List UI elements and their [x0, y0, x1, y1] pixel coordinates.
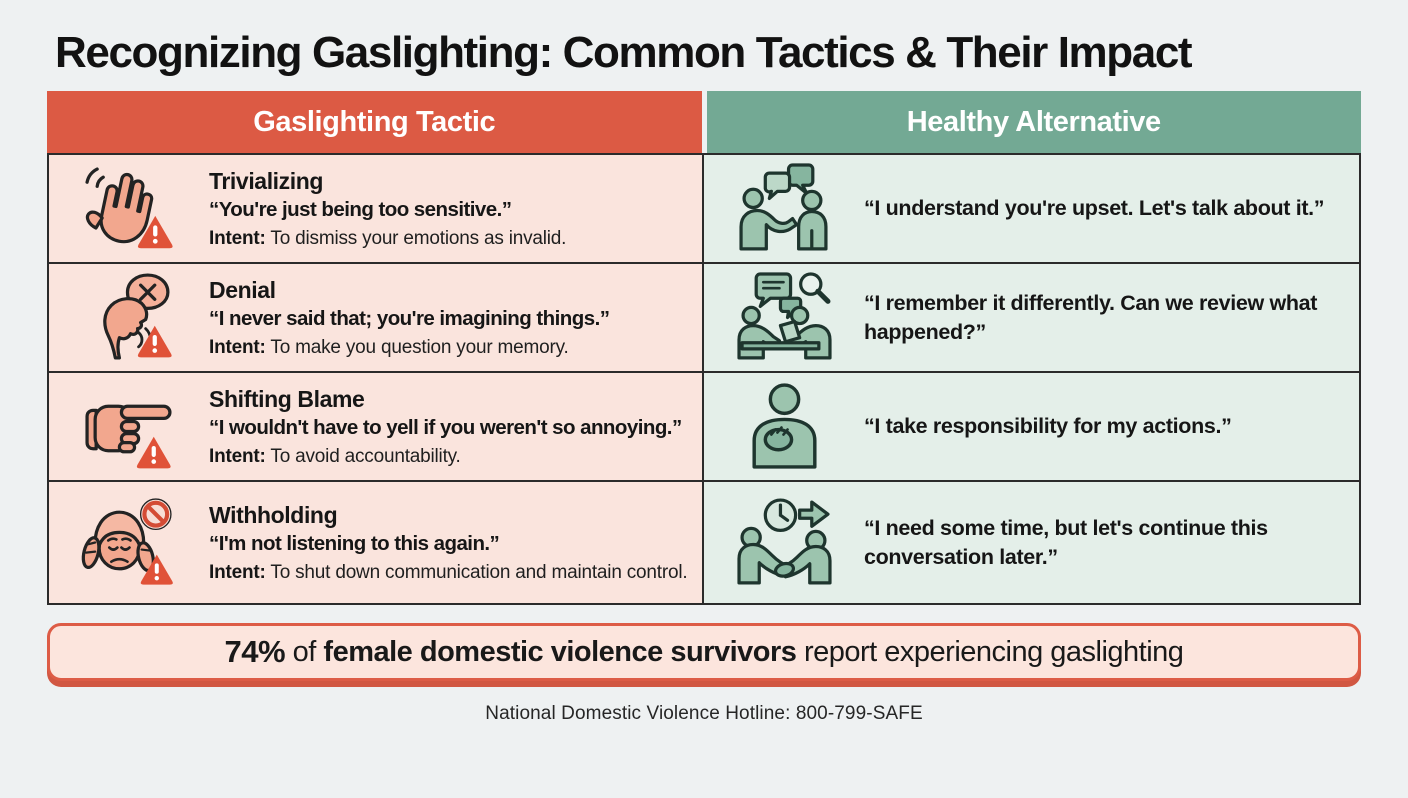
alternative-cell: “I remember it differently. Can we revie… [704, 264, 1359, 372]
page-title: Recognizing Gaslighting: Common Tactics … [55, 28, 1193, 77]
infographic: Recognizing Gaslighting: Common Tactics … [0, 28, 1408, 725]
tactic-cell-denial: Denial “I never said that; you're imagin… [49, 264, 704, 372]
hotline-footer: National Domestic Violence Hotline: 800-… [485, 703, 923, 725]
tactic-quote: “I'm not listening to this again.” [209, 531, 500, 555]
table-row: Shifting Blame “I wouldn't have to yell … [49, 371, 1359, 481]
table-row: Trivializing “You're just being too sens… [49, 155, 1359, 263]
people-talking-icon [704, 160, 864, 257]
tactic-name: Denial [209, 277, 276, 304]
review-discussion-icon [704, 269, 864, 366]
stat-text: of [285, 635, 324, 668]
alternative-quote: “I need some time, but let's continue th… [864, 515, 1268, 569]
column-header-gaslighting-tactic: Gaslighting Tactic [47, 91, 702, 154]
column-header-healthy-alternative: Healthy Alternative [706, 91, 1361, 154]
tactic-intent: Intent: To shut down communication and m… [209, 561, 688, 583]
tactic-quote: “I never said that; you're imagining thi… [209, 306, 610, 330]
tactic-cell-trivializing: Trivializing “You're just being too sens… [49, 155, 704, 263]
handshake-time-icon [704, 494, 864, 591]
stat-percentage: 74% [224, 634, 286, 670]
covering-ears-blocked-icon [49, 494, 209, 591]
table-row: Denial “I never said that; you're imagin… [49, 262, 1359, 372]
tactic-name: Withholding [209, 502, 338, 529]
denial-speech-x-icon [49, 269, 209, 366]
stat-emphasis: female domestic violence survivors [323, 635, 797, 668]
alternative-quote: “I take responsibility for my actions.” [864, 414, 1232, 439]
tactic-intent: Intent: To make you question your memory… [209, 336, 569, 358]
alternative-quote: “I remember it differently. Can we revie… [864, 290, 1318, 344]
table-row: Withholding “I'm not listening to this a… [49, 480, 1359, 604]
tactic-name: Shifting Blame [209, 386, 365, 413]
alternative-cell: “I take responsibility for my actions.” [704, 373, 1359, 481]
tactic-name: Trivializing [209, 168, 324, 195]
hand-wave-warning-icon [49, 160, 209, 257]
alternative-quote: “I understand you're upset. Let's talk a… [864, 196, 1325, 221]
hand-on-chest-icon [704, 378, 864, 475]
table-header-row: Gaslighting Tactic Healthy Alternative [47, 91, 1361, 154]
statistic-banner: 74% of female domestic violence survivor… [47, 623, 1361, 682]
tactic-cell-withholding: Withholding “I'm not listening to this a… [49, 482, 704, 604]
alternative-cell: “I understand you're upset. Let's talk a… [704, 155, 1359, 263]
tactic-quote: “You're just being too sensitive.” [209, 197, 512, 221]
tactic-intent: Intent: To dismiss your emotions as inva… [209, 227, 567, 249]
tactic-intent: Intent: To avoid accountability. [209, 445, 461, 467]
pointing-finger-warning-icon [49, 378, 209, 475]
comparison-table: Trivializing “You're just being too sens… [47, 153, 1361, 606]
stat-text: report experiencing gaslighting [796, 635, 1184, 668]
alternative-cell: “I need some time, but let's continue th… [704, 482, 1359, 604]
tactic-quote: “I wouldn't have to yell if you weren't … [209, 415, 682, 439]
tactic-cell-shifting-blame: Shifting Blame “I wouldn't have to yell … [49, 373, 704, 481]
